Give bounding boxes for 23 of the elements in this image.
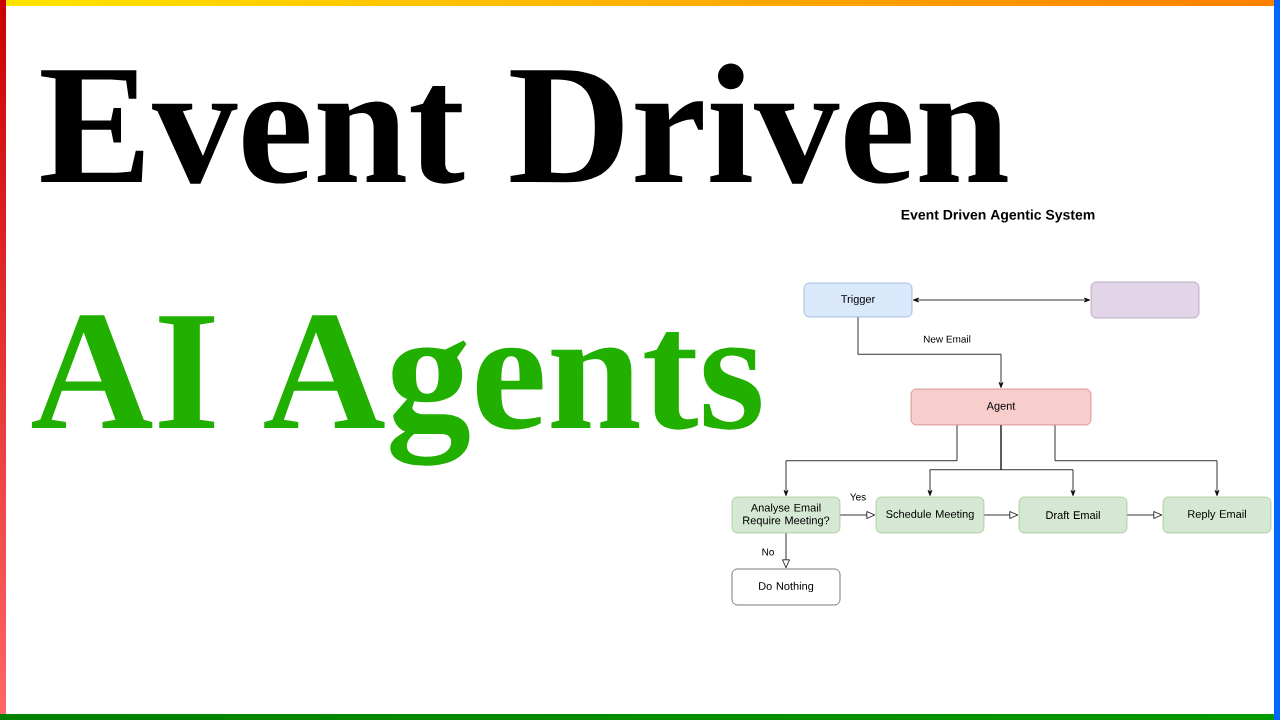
arrow	[857, 316, 1004, 388]
arrow	[783, 424, 958, 496]
arrow	[839, 511, 876, 519]
arrow	[782, 532, 790, 569]
headline: AI Agents	[31, 315, 761, 466]
end-box: Do Nothing	[731, 568, 841, 606]
arrow	[1054, 424, 1220, 496]
arrow	[983, 511, 1019, 519]
process-box: Reply Email	[1162, 496, 1272, 534]
decision-box: Analyse Email Require Meeting?	[731, 496, 841, 534]
headline: Event Driven	[41, 63, 1008, 184]
arrow	[1126, 511, 1163, 519]
edge-label: New Email	[921, 334, 973, 344]
process-box: Schedule Meeting	[875, 496, 985, 534]
process-box: Draft Email	[1018, 496, 1128, 534]
diagram-title: Event Driven Agentic System	[901, 209, 1095, 223]
trigger-box: Trigger	[803, 282, 913, 318]
arrow	[913, 297, 1090, 303]
edge-label: No	[760, 547, 776, 557]
arrow	[1000, 424, 1076, 496]
service-box	[1090, 281, 1200, 319]
agent-box: Agent	[910, 388, 1092, 426]
edge-label: Yes	[848, 492, 868, 502]
